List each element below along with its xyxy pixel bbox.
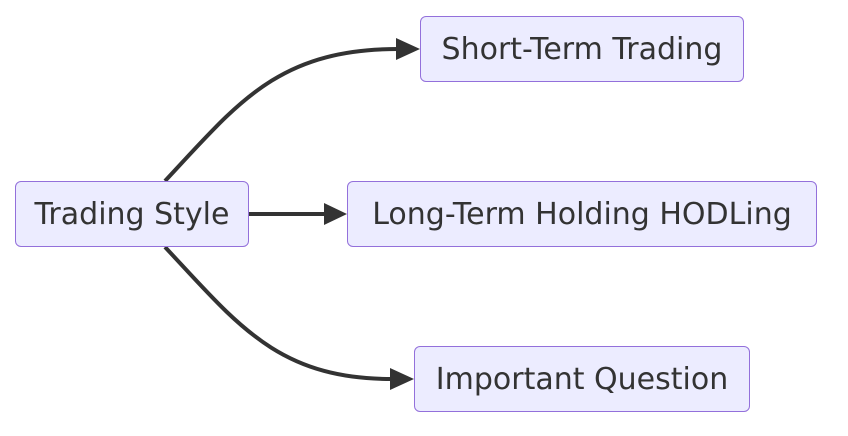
node-trading-style: Trading Style xyxy=(15,181,249,247)
arrowhead-important xyxy=(390,368,414,390)
arrowhead-short xyxy=(396,38,420,60)
arrowhead-long xyxy=(324,203,347,225)
node-short-term-trading: Short-Term Trading xyxy=(420,16,744,82)
node-important-question-label: Important Question xyxy=(435,361,729,397)
edge-root-to-short xyxy=(163,47,399,183)
node-short-term-trading-label: Short-Term Trading xyxy=(441,31,723,67)
edge-root-to-important xyxy=(163,245,393,381)
node-long-term-holding-label: Long-Term Holding HODLing xyxy=(372,196,792,232)
node-important-question: Important Question xyxy=(414,346,750,412)
node-trading-style-label: Trading Style xyxy=(34,196,230,232)
node-long-term-holding: Long-Term Holding HODLing xyxy=(347,181,817,247)
